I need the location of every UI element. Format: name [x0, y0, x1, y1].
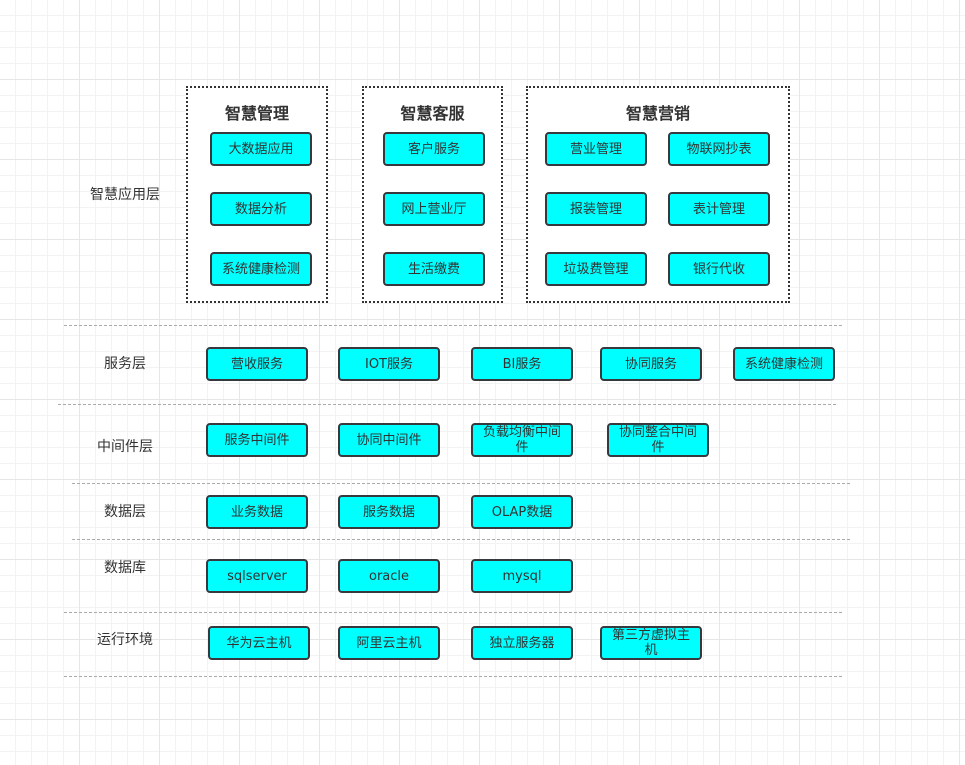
node-revenue-service[interactable]: 营收服务	[206, 347, 308, 381]
group-title-management: 智慧管理	[224, 104, 289, 123]
node-dedicated-server[interactable]: 独立服务器	[471, 626, 573, 660]
node-online-hall[interactable]: 网上营业厅	[383, 192, 485, 226]
node-mysql[interactable]: mysql	[471, 559, 573, 593]
node-installation-mgmt[interactable]: 报装管理	[545, 192, 647, 226]
node-collab-integration-middleware[interactable]: 协同整合中间件	[607, 423, 709, 457]
group-title-customer: 智慧客服	[400, 104, 465, 123]
node-service-data[interactable]: 服务数据	[338, 495, 440, 529]
node-third-party-vps[interactable]: 第三方虚拟主机	[600, 626, 702, 660]
separator-line	[64, 612, 842, 613]
node-load-balance-middleware[interactable]: 负载均衡中间件	[471, 423, 573, 457]
node-business-data[interactable]: 业务数据	[206, 495, 308, 529]
node-huawei-cloud[interactable]: 华为云主机	[208, 626, 310, 660]
node-olap-data[interactable]: OLAP数据	[471, 495, 573, 529]
node-iot-service[interactable]: IOT服务	[338, 347, 440, 381]
separator-line	[64, 325, 842, 326]
node-oracle[interactable]: oracle	[338, 559, 440, 593]
node-bank-collection[interactable]: 银行代收	[668, 252, 770, 286]
node-health-check-app[interactable]: 系统健康检测	[210, 252, 312, 286]
separator-line	[64, 676, 842, 677]
group-title-marketing: 智慧营销	[625, 104, 690, 123]
node-business-mgmt[interactable]: 营业管理	[545, 132, 647, 166]
layer-label-app: 智慧应用层	[90, 187, 160, 203]
separator-line	[72, 483, 850, 484]
node-sqlserver[interactable]: sqlserver	[206, 559, 308, 593]
node-iot-meter-reading[interactable]: 物联网抄表	[668, 132, 770, 166]
separator-line	[58, 404, 836, 405]
separator-line	[72, 539, 850, 540]
node-bi-service[interactable]: BI服务	[471, 347, 573, 381]
layer-label-database: 数据库	[104, 560, 146, 576]
node-big-data-app[interactable]: 大数据应用	[210, 132, 312, 166]
node-customer-service[interactable]: 客户服务	[383, 132, 485, 166]
node-bill-payment[interactable]: 生活缴费	[383, 252, 485, 286]
node-aliyun-cloud[interactable]: 阿里云主机	[338, 626, 440, 660]
node-meter-mgmt[interactable]: 表计管理	[668, 192, 770, 226]
node-data-analysis[interactable]: 数据分析	[210, 192, 312, 226]
node-collab-middleware[interactable]: 协同中间件	[338, 423, 440, 457]
node-collab-service[interactable]: 协同服务	[600, 347, 702, 381]
layer-label-middleware: 中间件层	[97, 439, 153, 455]
node-garbage-fee-mgmt[interactable]: 垃圾费管理	[545, 252, 647, 286]
node-service-middleware[interactable]: 服务中间件	[206, 423, 308, 457]
node-health-check-service[interactable]: 系统健康检测	[733, 347, 835, 381]
layer-label-service: 服务层	[104, 356, 146, 372]
layer-label-data: 数据层	[104, 504, 146, 520]
layer-label-runtime: 运行环境	[97, 632, 153, 648]
